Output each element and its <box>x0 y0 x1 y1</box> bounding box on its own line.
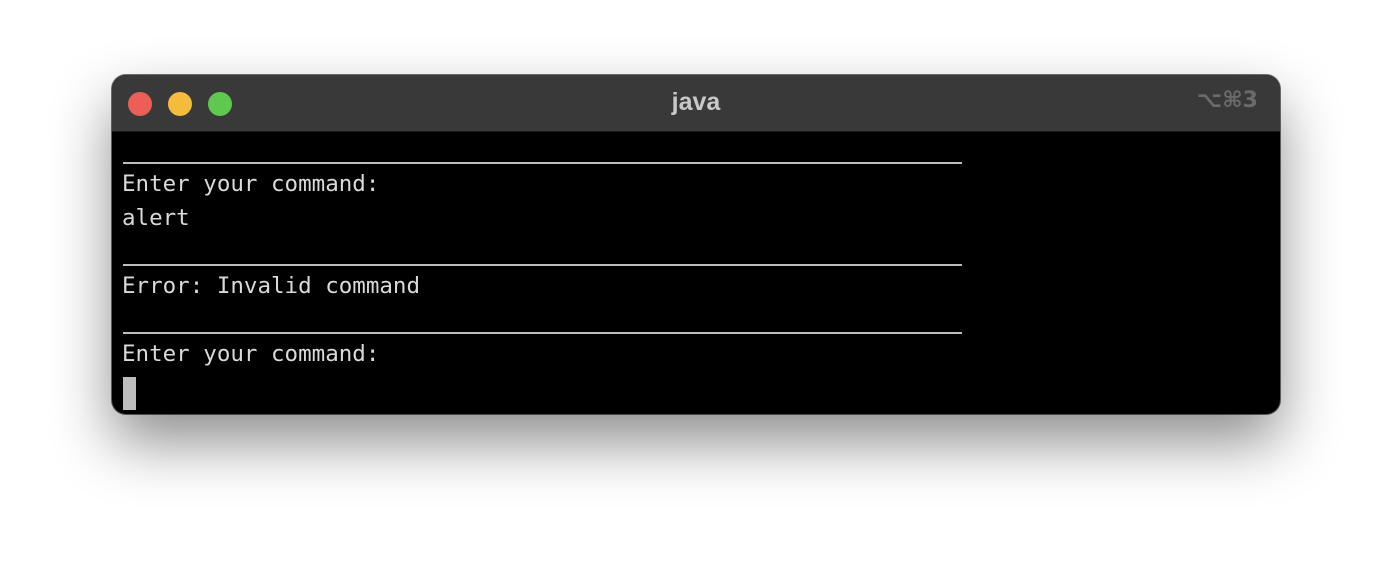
window-title: java <box>671 88 721 116</box>
separator-line <box>122 133 1280 167</box>
window-shortcut: ⌥⌘3 <box>1196 88 1258 113</box>
separator-line <box>122 303 1280 337</box>
prompt-line: Enter your command: <box>122 171 380 197</box>
text-cursor <box>123 377 136 410</box>
error-line: Error: Invalid command <box>122 273 421 299</box>
separator-line <box>122 235 1280 269</box>
close-button[interactable] <box>128 92 152 116</box>
zoom-button[interactable] <box>208 92 232 116</box>
prompt-line: Enter your command: <box>122 341 380 367</box>
terminal-output[interactable]: Enter your command: alert Error: Invalid… <box>122 133 1280 414</box>
title-bar[interactable]: java ⌥⌘3 <box>112 75 1280 132</box>
input-line: alert <box>122 205 190 231</box>
minimize-button[interactable] <box>168 92 192 116</box>
terminal-window: java ⌥⌘3 Enter your command: alert Error… <box>112 75 1280 414</box>
